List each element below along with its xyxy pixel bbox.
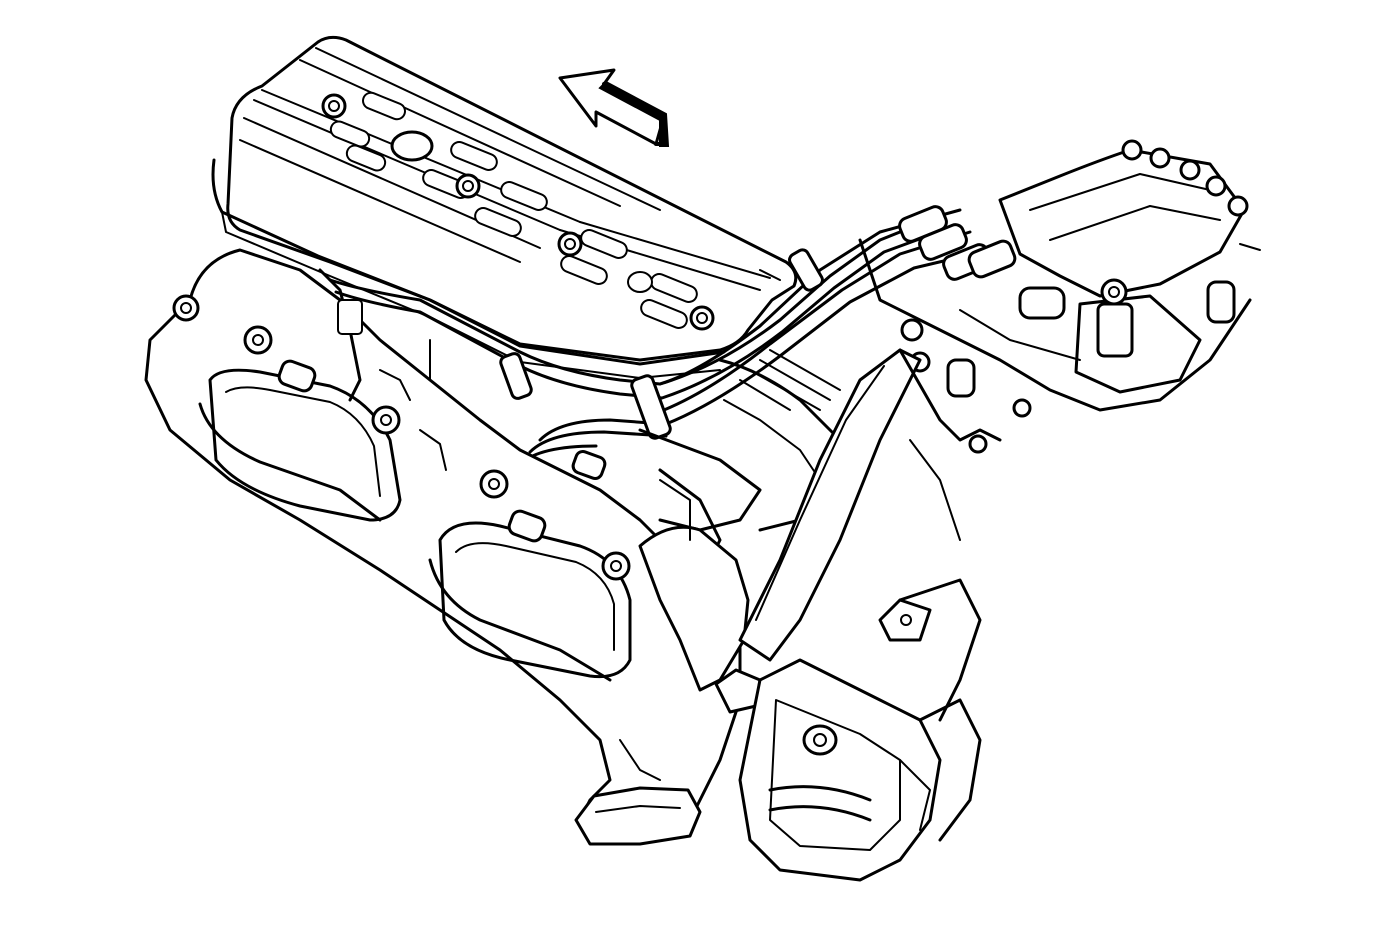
manifold-bolt — [243, 325, 273, 355]
manifold-bolt — [172, 294, 200, 322]
manifold-bolt — [371, 405, 401, 435]
spark-plug-wires — [328, 205, 1017, 466]
manifold-bolt — [601, 551, 631, 581]
distributor — [858, 139, 1252, 418]
engine-block — [379, 243, 1261, 541]
mounting-bracket — [638, 348, 1002, 714]
engine-mount — [738, 578, 982, 882]
valve-cover — [211, 35, 798, 379]
manifold-bolt — [479, 469, 509, 499]
front-direction-arrow-icon — [558, 68, 670, 147]
